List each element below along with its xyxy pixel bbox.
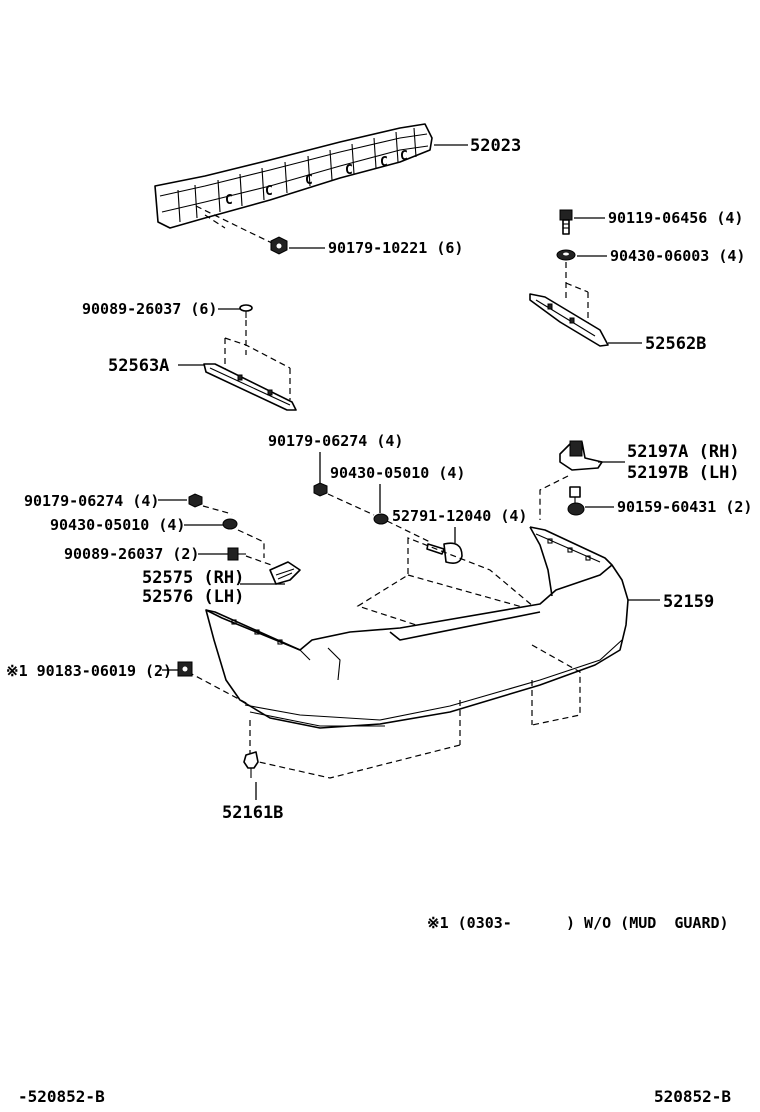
label-retainer-right: 52562B	[645, 334, 706, 354]
label-screw-right: 90159-60431 (2)	[617, 498, 752, 516]
footer-left-code: -520852-B	[18, 1087, 105, 1106]
nut-left-icon	[188, 493, 203, 508]
label-retainer-left: 52563A	[108, 356, 169, 376]
label-nut-center: 90179-06274 (4)	[268, 432, 403, 450]
retainer-left	[203, 363, 297, 411]
label-bracket-rh: 52575 (RH)	[142, 568, 244, 588]
mudguard-nut-icon	[177, 661, 193, 677]
label-bottom-clip: 52161B	[222, 803, 283, 823]
label-washer-right: 90430-06003 (4)	[610, 247, 745, 265]
label-washer-left: 90430-05010 (4)	[50, 516, 185, 534]
reinforcement-nut-icon	[270, 236, 288, 255]
clip-left-2-icon	[227, 547, 246, 561]
label-side-support-rh: 52197A (RH)	[627, 442, 740, 462]
side-support	[559, 440, 603, 471]
label-nut-left: 90179-06274 (4)	[24, 492, 159, 510]
label-pin-center: 52791-12040 (4)	[392, 507, 527, 525]
svg-text:C: C	[380, 155, 388, 170]
svg-text:C: C	[225, 193, 233, 208]
nut-center-icon	[313, 482, 328, 497]
label-side-support-lh: 52197B (LH)	[627, 463, 740, 483]
bottom-clip-icon	[243, 751, 259, 778]
label-bolt-right: 90119-06456 (4)	[608, 209, 743, 227]
label-reinforcement-nut: 90179-10221 (6)	[328, 239, 463, 257]
bolt-icon	[559, 209, 573, 235]
retainer-right	[529, 293, 609, 347]
label-bracket-lh: 52576 (LH)	[142, 587, 244, 607]
label-nut-mudguard: ※1 90183-06019 (2)	[6, 662, 172, 680]
bumper-bracket	[269, 561, 301, 585]
label-reinforcement: 52023	[470, 136, 521, 156]
footer-right-code: 520852-B	[654, 1087, 731, 1106]
washer-center-icon	[373, 513, 389, 525]
footnote: ※1 (0303- ) W/O (MUD GUARD)	[427, 914, 729, 932]
svg-text:C: C	[345, 163, 353, 178]
label-clip-left-2: 90089-26037 (2)	[64, 545, 199, 563]
svg-text:C: C	[400, 149, 408, 164]
svg-text:C: C	[305, 173, 313, 188]
label-washer-center: 90430-05010 (4)	[330, 464, 465, 482]
washer-icon	[556, 249, 576, 261]
screw-icon	[567, 486, 585, 516]
svg-text:C: C	[265, 184, 273, 199]
label-bumper-cover: 52159	[663, 592, 714, 612]
clip-icon	[239, 304, 253, 318]
label-clip-left: 90089-26037 (6)	[82, 300, 217, 318]
pin-icon	[426, 542, 463, 564]
bumper-cover	[205, 526, 629, 729]
washer-left-icon	[222, 518, 238, 530]
bumper-reinforcement: C C C C C C	[154, 123, 433, 229]
